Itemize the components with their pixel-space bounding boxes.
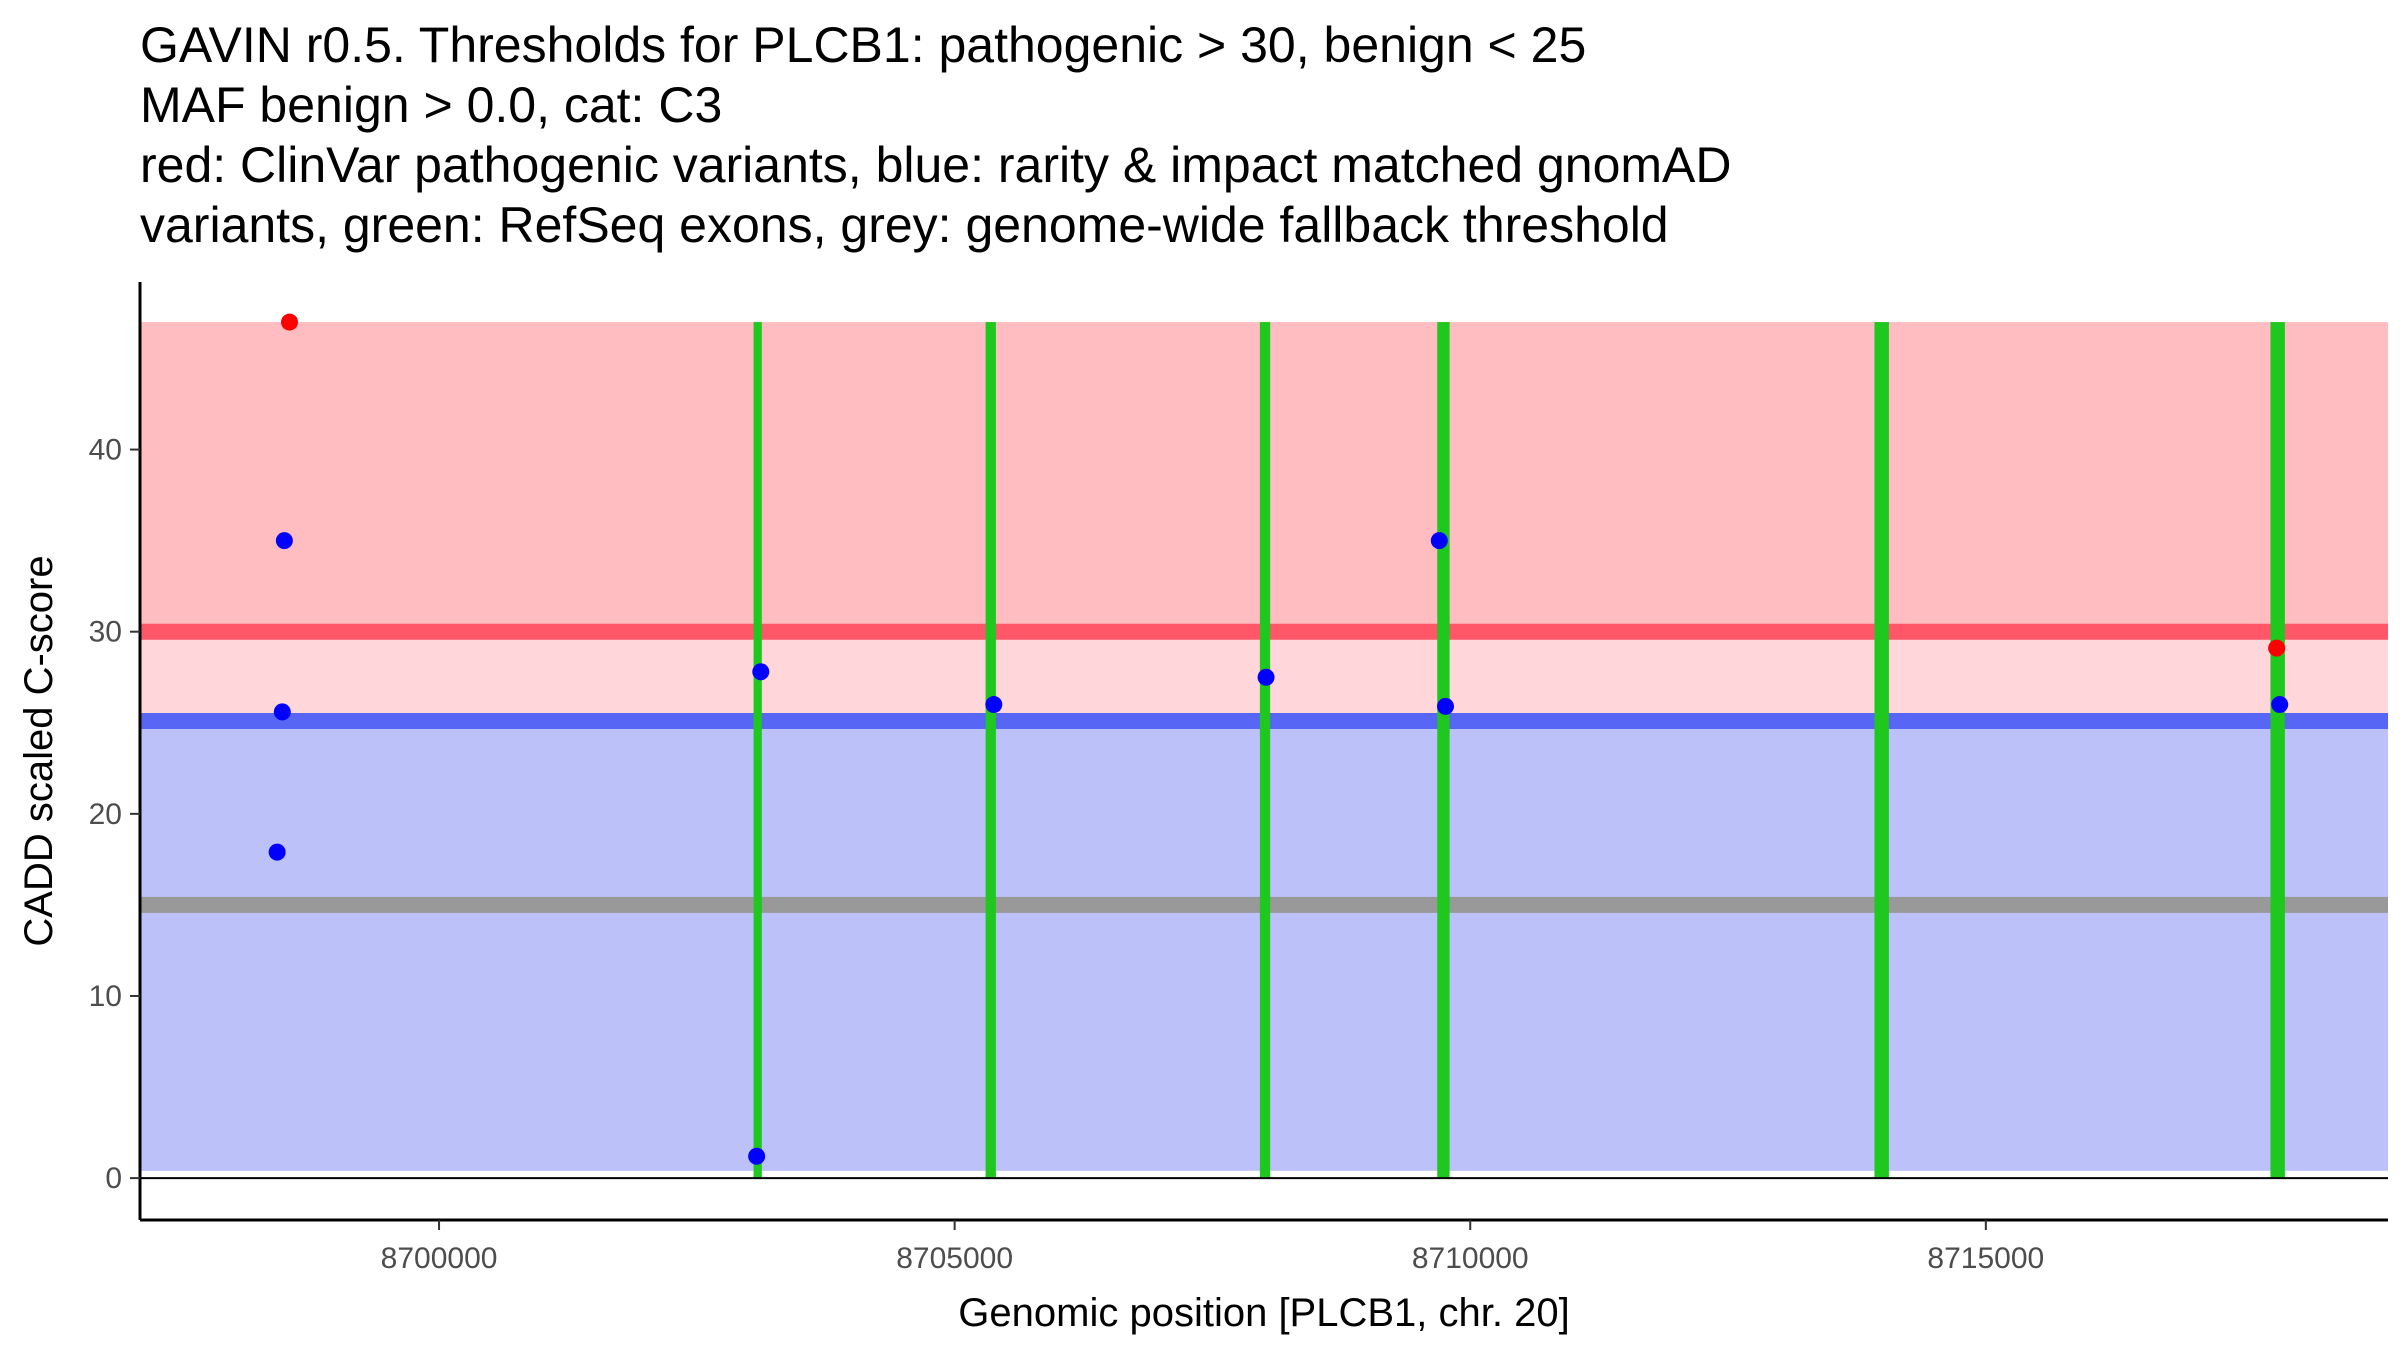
gnomad-point-5 [752,663,770,681]
exon-bar-2 [985,322,996,1179]
plot-area [140,313,2388,1180]
exon-bar-1 [753,322,762,1179]
clinvar-point-1 [281,313,299,331]
exon-bar-4 [1437,322,1450,1179]
gnomad-point-2 [273,703,291,721]
y-axis-label: CADD scaled C-score [17,555,61,946]
gnomad-point-1 [275,532,293,550]
x-tick-label-8710000: 8710000 [1412,1242,1529,1275]
gnomad-point-10 [2271,696,2289,714]
clinvar-point-2 [2268,639,2286,657]
y-tick-label-20: 20 [89,798,122,831]
x-axis-label: Genomic position [PLCB1, chr. 20] [958,1291,1569,1335]
gnomad-point-7 [1257,668,1275,686]
title-line-3: red: ClinVar pathogenic variants, blue: … [140,137,1731,193]
axes: 0 10 20 30 40 8700000 8705000 8710000 8715000 [89,282,2388,1275]
y-tick-label-40: 40 [89,434,122,467]
title-line-1: GAVIN r0.5. Thresholds for PLCB1: pathog… [140,17,1586,73]
gnomad-point-6 [985,696,1003,714]
title-line-2: MAF benign > 0.0, cat: C3 [140,77,722,133]
x-tick-label-8715000: 8715000 [1927,1242,2044,1275]
gnomad-point-8 [1430,532,1448,550]
exon-bar-5 [1874,322,1889,1179]
gnomad-point-9 [1436,697,1454,715]
gnomad-point-4 [748,1147,766,1165]
exon-bar-6 [2270,322,2285,1179]
exon-bar-3 [1259,322,1271,1179]
y-tick-label-0: 0 [105,1162,122,1195]
x-tick-label-8700000: 8700000 [381,1242,498,1275]
gnomad-point-3 [268,843,286,861]
y-tick-label-30: 30 [89,616,122,649]
y-tick-label-10: 10 [89,980,122,1013]
title-line-4: variants, green: RefSeq exons, grey: gen… [140,197,1669,253]
x-tick-label-8705000: 8705000 [896,1242,1013,1275]
chart-title: GAVIN r0.5. Thresholds for PLCB1: pathog… [140,17,1731,253]
